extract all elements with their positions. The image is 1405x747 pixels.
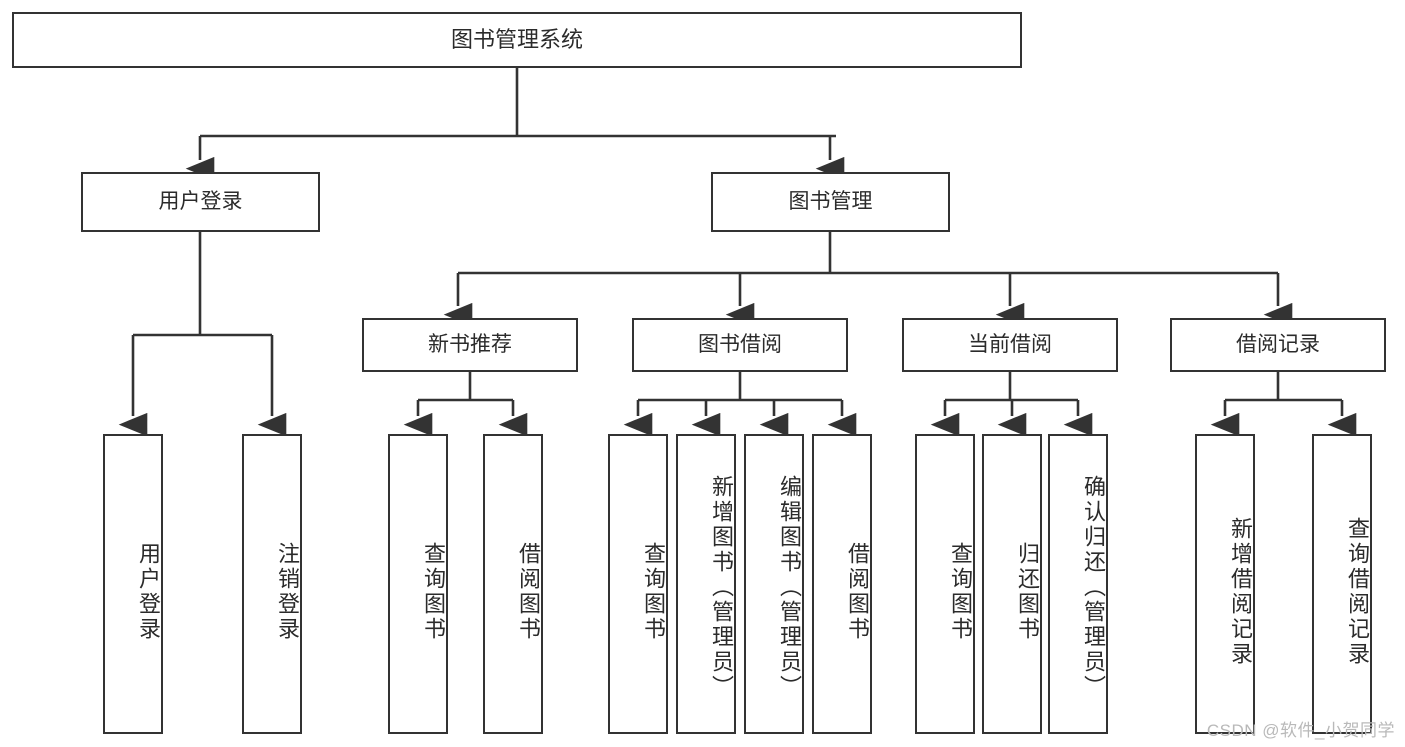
node-leaf-query-book-1[interactable]: 查询图书 — [388, 434, 448, 734]
node-leaf-borrow-book-1[interactable]: 借阅图书 — [483, 434, 543, 734]
node-label: 图书管理 — [788, 189, 873, 213]
node-label: 新增借阅记录 — [1228, 517, 1253, 667]
node-leaf-user-login[interactable]: 用户登录 — [103, 434, 163, 734]
node-user-login[interactable]: 用户登录 — [81, 172, 320, 232]
node-label: 图书借阅 — [698, 332, 782, 356]
node-leaf-user-logout[interactable]: 注销登录 — [242, 434, 302, 734]
node-book-borrow[interactable]: 图书借阅 — [632, 318, 848, 372]
node-label: 查询图书 — [948, 542, 973, 642]
node-leaf-add-record[interactable]: 新增借阅记录 — [1195, 434, 1255, 734]
node-label: 新增图书（管理员） — [709, 474, 734, 700]
node-label: 图书管理系统 — [450, 27, 583, 53]
node-leaf-query-book-3[interactable]: 查询图书 — [915, 434, 975, 734]
node-label: 查询图书 — [421, 542, 446, 642]
node-label: 用户登录 — [136, 542, 161, 642]
node-label: 归还图书 — [1015, 542, 1040, 642]
node-label: 编辑图书（管理员） — [777, 474, 802, 700]
csdn-watermark: CSDN @软件_小贺同学 — [1206, 721, 1395, 740]
node-root-system[interactable]: 图书管理系统 — [12, 12, 1022, 68]
node-label: 查询借阅记录 — [1345, 517, 1370, 667]
node-leaf-confirm-return[interactable]: 确认归还（管理员） — [1048, 434, 1108, 734]
node-label: 当前借阅 — [968, 332, 1052, 356]
node-label: 注销登录 — [275, 542, 300, 642]
node-label: 新书推荐 — [428, 332, 512, 356]
node-current-borrow[interactable]: 当前借阅 — [902, 318, 1118, 372]
node-label: 确认归还（管理员） — [1081, 474, 1106, 700]
node-book-manage[interactable]: 图书管理 — [711, 172, 950, 232]
node-leaf-query-record[interactable]: 查询借阅记录 — [1312, 434, 1372, 734]
node-leaf-add-book[interactable]: 新增图书（管理员） — [676, 434, 736, 734]
node-leaf-edit-book[interactable]: 编辑图书（管理员） — [744, 434, 804, 734]
node-leaf-return-book[interactable]: 归还图书 — [982, 434, 1042, 734]
node-label: 查询图书 — [641, 542, 666, 642]
node-leaf-query-book-2[interactable]: 查询图书 — [608, 434, 668, 734]
node-borrow-record[interactable]: 借阅记录 — [1170, 318, 1386, 372]
node-label: 借阅图书 — [845, 542, 870, 642]
node-label: 借阅图书 — [516, 542, 541, 642]
node-leaf-borrow-book-2[interactable]: 借阅图书 — [812, 434, 872, 734]
node-new-book-recommend[interactable]: 新书推荐 — [362, 318, 578, 372]
node-label: 用户登录 — [158, 189, 243, 213]
node-label: 借阅记录 — [1236, 332, 1320, 356]
